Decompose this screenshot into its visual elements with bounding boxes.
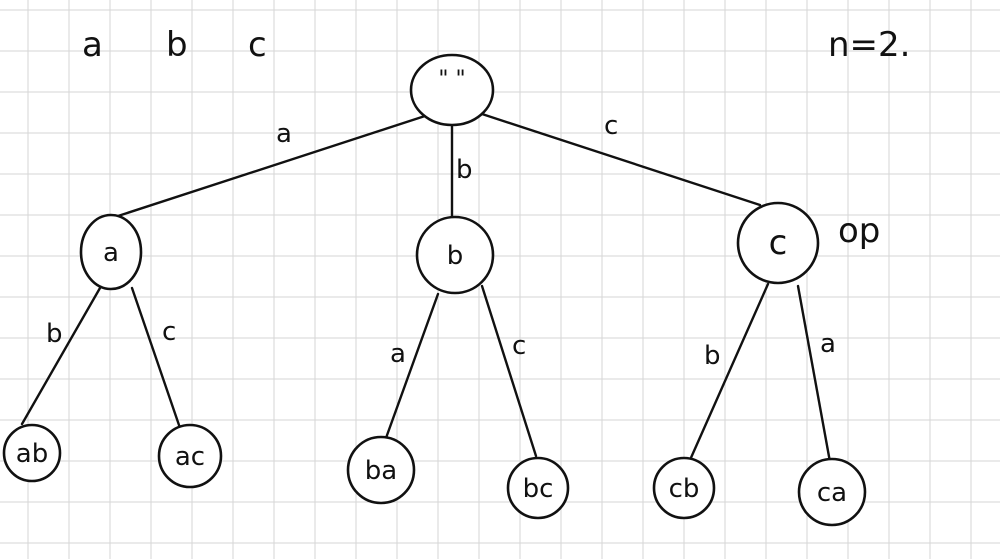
edge-b-ba [384, 292, 440, 440]
node-bc-label: bc [523, 474, 554, 504]
edge-label-c-ca: a [820, 329, 836, 359]
op-note: op [838, 211, 880, 251]
root-node [409, 53, 495, 127]
node-c-label: c [769, 223, 788, 263]
alphabet-letter-b: b [166, 25, 188, 65]
node-cb-label: cb [669, 474, 700, 504]
edge-label-b-bc: c [512, 331, 526, 361]
node-ac-label: ac [175, 442, 205, 472]
node-ba [346, 435, 416, 505]
node-ab [2, 423, 62, 483]
n-equals-note: n=2. [828, 25, 910, 65]
node-bc [506, 456, 570, 520]
edge-a-ac [130, 286, 182, 430]
node-ca [797, 457, 867, 527]
edge-c-cb [688, 282, 770, 462]
edge-label-c-cb: b [704, 341, 721, 371]
edge-b-bc [480, 284, 538, 458]
edge-label-a-ab: b [46, 319, 63, 349]
node-cb [652, 456, 716, 520]
root-node-label: " " [438, 67, 465, 92]
edge-label-a-ac: c [162, 317, 176, 347]
alphabet-letter-c: c [248, 25, 267, 65]
node-b-label: b [447, 241, 464, 271]
edge-c-ca [796, 284, 832, 464]
node-ba-label: ba [365, 456, 397, 486]
node-b [415, 215, 495, 295]
node-ca-label: ca [817, 478, 847, 508]
edge-root-a [116, 114, 427, 218]
node-ab-label: ab [16, 439, 48, 469]
alphabet-letter-a: a [82, 25, 103, 65]
edge-label-root-b: b [456, 155, 473, 185]
edge-label-root-a: a [276, 119, 292, 149]
edge-root-c [480, 112, 762, 207]
edge-a-ab [20, 286, 102, 426]
edge-label-root-c: c [604, 111, 618, 141]
node-a-label: a [103, 238, 119, 268]
node-c [736, 201, 820, 285]
edge-label-b-ba: a [390, 339, 406, 369]
node-ac [157, 423, 223, 489]
node-a [79, 213, 143, 291]
